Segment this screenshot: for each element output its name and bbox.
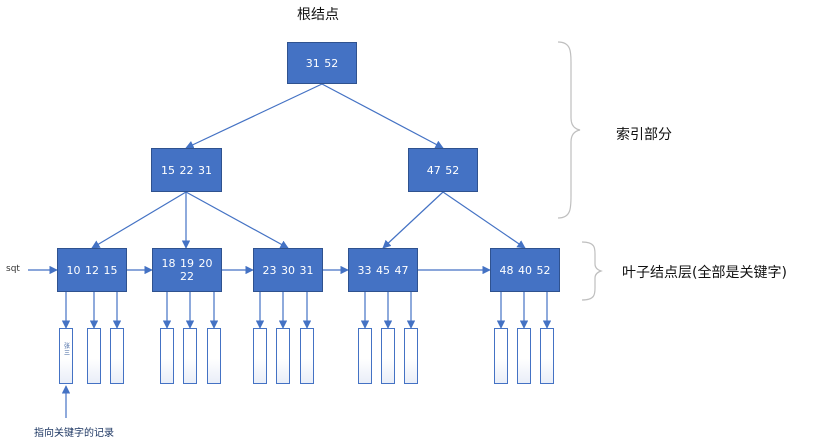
arrow-group <box>28 83 552 418</box>
record-box <box>517 328 531 384</box>
leaf-node-5: 48 40 52 <box>490 248 560 292</box>
internal-node-left: 15 22 31 <box>151 148 222 192</box>
leaf-node-1: 10 12 15 <box>57 248 127 292</box>
tree-edge <box>185 191 289 249</box>
leaf-node-2: 18 19 20 22 <box>152 248 222 292</box>
tree-edge <box>382 191 444 249</box>
record-box <box>253 328 267 384</box>
leaf-layer-label: 叶子结点层(全部是关键字) <box>622 265 787 281</box>
tree-edge <box>442 191 526 249</box>
index-brace <box>557 41 581 219</box>
tree-edge <box>321 83 444 149</box>
record-box <box>160 328 174 384</box>
leaf-node-4: 33 45 47 <box>348 248 418 292</box>
record-box <box>404 328 418 384</box>
record-pointer-label: 指向关键字的记录 <box>34 428 114 439</box>
record-box <box>183 328 197 384</box>
record-box <box>276 328 290 384</box>
record-box <box>358 328 372 384</box>
root-title: 根结点 <box>297 7 339 23</box>
record-box <box>300 328 314 384</box>
leaf-node-3: 23 30 31 <box>253 248 323 292</box>
record-box <box>494 328 508 384</box>
tree-edge <box>185 83 323 149</box>
index-part-label: 索引部分 <box>616 127 672 143</box>
leaf-brace <box>581 241 603 301</box>
record-box <box>87 328 101 384</box>
tree-edge <box>91 191 187 249</box>
record-box <box>540 328 554 384</box>
record-box <box>381 328 395 384</box>
root-node: 31 52 <box>287 42 357 84</box>
sqt-entry-label: sqt <box>6 264 20 274</box>
record-box: 张 三 <box>59 328 73 384</box>
record-box <box>110 328 124 384</box>
record-example-text: 张 三 <box>63 343 70 357</box>
record-box <box>207 328 221 384</box>
brace-group <box>557 41 603 301</box>
internal-node-right: 47 52 <box>408 148 478 192</box>
